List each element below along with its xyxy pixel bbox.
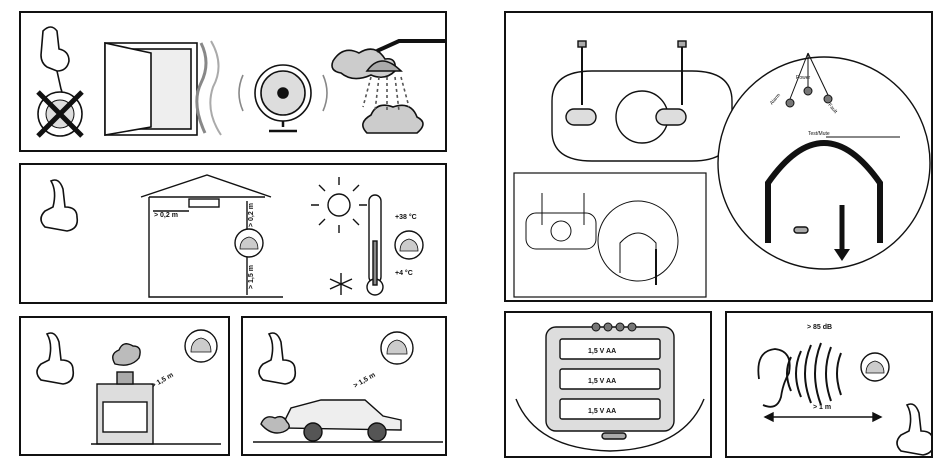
sound-level-label: > 85 dB	[807, 324, 832, 331]
ear-icon	[758, 349, 789, 407]
detector-icon	[381, 332, 413, 364]
detector-front	[718, 57, 930, 269]
battery-3-label: 1,5 V AA	[588, 408, 616, 415]
led-power-label: Power	[796, 75, 811, 81]
detector-icon	[235, 229, 263, 257]
detector-icon	[185, 330, 217, 362]
thermometer-icon	[367, 195, 383, 295]
kitchen-distance-label: > 1,5 m	[151, 372, 175, 390]
temp-min-label: +4 °C	[395, 269, 413, 277]
crossed-detector-icon	[38, 92, 82, 136]
panel-kitchen: > 1,5 m	[19, 316, 230, 456]
snowflake-icon	[330, 273, 352, 295]
detector-icon	[861, 353, 889, 381]
temp-max-label: +38 °C	[395, 213, 417, 221]
fan-icon	[239, 65, 327, 131]
battery-2-label: 1,5 V AA	[588, 378, 616, 385]
test-mute-label: Test/Mute	[808, 131, 830, 137]
sound-waves	[787, 343, 841, 405]
distance-v-bottom-label: > 1,5 m	[248, 265, 255, 289]
window-draft-icon	[105, 41, 221, 135]
panel-sound: > 85 dB > 1 m	[725, 311, 933, 458]
detector-icon	[395, 231, 423, 259]
thumbs-up-icon	[897, 404, 933, 455]
car-distance-label: > 1,5 m	[353, 372, 377, 390]
panel-battery: 1,5 V AA 1,5 V AA 1,5 V AA	[504, 311, 712, 458]
panel-placement: > 0,2 m > 0,2 m > 1,5 m +38 °C +4 °C	[19, 163, 447, 304]
shower-steam-icon	[332, 41, 445, 133]
panel-garage: > 1,5 m	[241, 316, 447, 456]
panel-avoid-locations	[19, 11, 447, 152]
distance-arrow	[765, 413, 881, 421]
distance-h-label: > 0,2 m	[154, 212, 178, 219]
thumbs-down-icon	[41, 27, 69, 95]
sun-icon	[311, 177, 367, 233]
thumbs-up-icon	[259, 333, 295, 384]
mounting-plate	[552, 71, 732, 161]
sound-distance-label: > 1 m	[813, 404, 831, 411]
distance-v-top-label: > 0,2 m	[248, 203, 255, 227]
car-icon	[253, 400, 443, 442]
thumbs-up-icon	[41, 180, 77, 231]
battery-1-label: 1,5 V AA	[588, 348, 616, 355]
panel-mounting: Power Alarm Fault Test/Mute	[504, 11, 933, 302]
thumbs-up-icon	[37, 333, 73, 384]
